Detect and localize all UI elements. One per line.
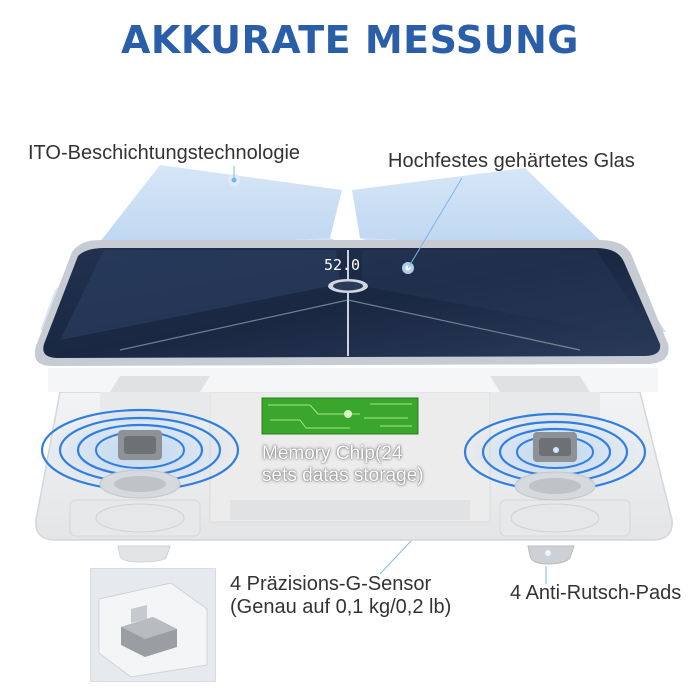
sensor-closeup-inset: [90, 568, 216, 682]
g-sensor-label-line2: (Genau auf 0,1 kg/0,2 lb): [230, 596, 452, 618]
scale-display-readout: 52.0: [324, 256, 360, 274]
anti-slip-pads-label: 4 Anti-Rutsch-Pads: [510, 582, 682, 604]
g-sensor-label-line1: 4 Präzisions-G-Sensor: [230, 573, 432, 595]
anti-slip-pads: [117, 545, 575, 565]
page-title: AKKURATE MESSUNG: [121, 18, 579, 62]
memory-chip-label-line1: Memory Chip(24: [262, 443, 403, 464]
ito-coating-label: ITO-Beschichtungstechnologie: [28, 142, 301, 164]
sensor-closeup-icon: [91, 569, 215, 681]
tempered-glass-top: 52.0: [34, 240, 669, 366]
g-sensor-left: [40, 408, 240, 533]
tempered-glass-label: Hochfestes gehärtetes Glas: [388, 150, 635, 172]
memory-chip-label: Memory Chip(24 sets datas storage): [262, 443, 424, 487]
g-sensor-label: 4 Präzisions-G-Sensor (Genau auf 0,1 kg/…: [230, 573, 451, 619]
memory-chip-label-line2: sets datas storage): [262, 464, 424, 486]
g-sensor-right: [463, 412, 647, 533]
memory-chip: [261, 397, 419, 435]
